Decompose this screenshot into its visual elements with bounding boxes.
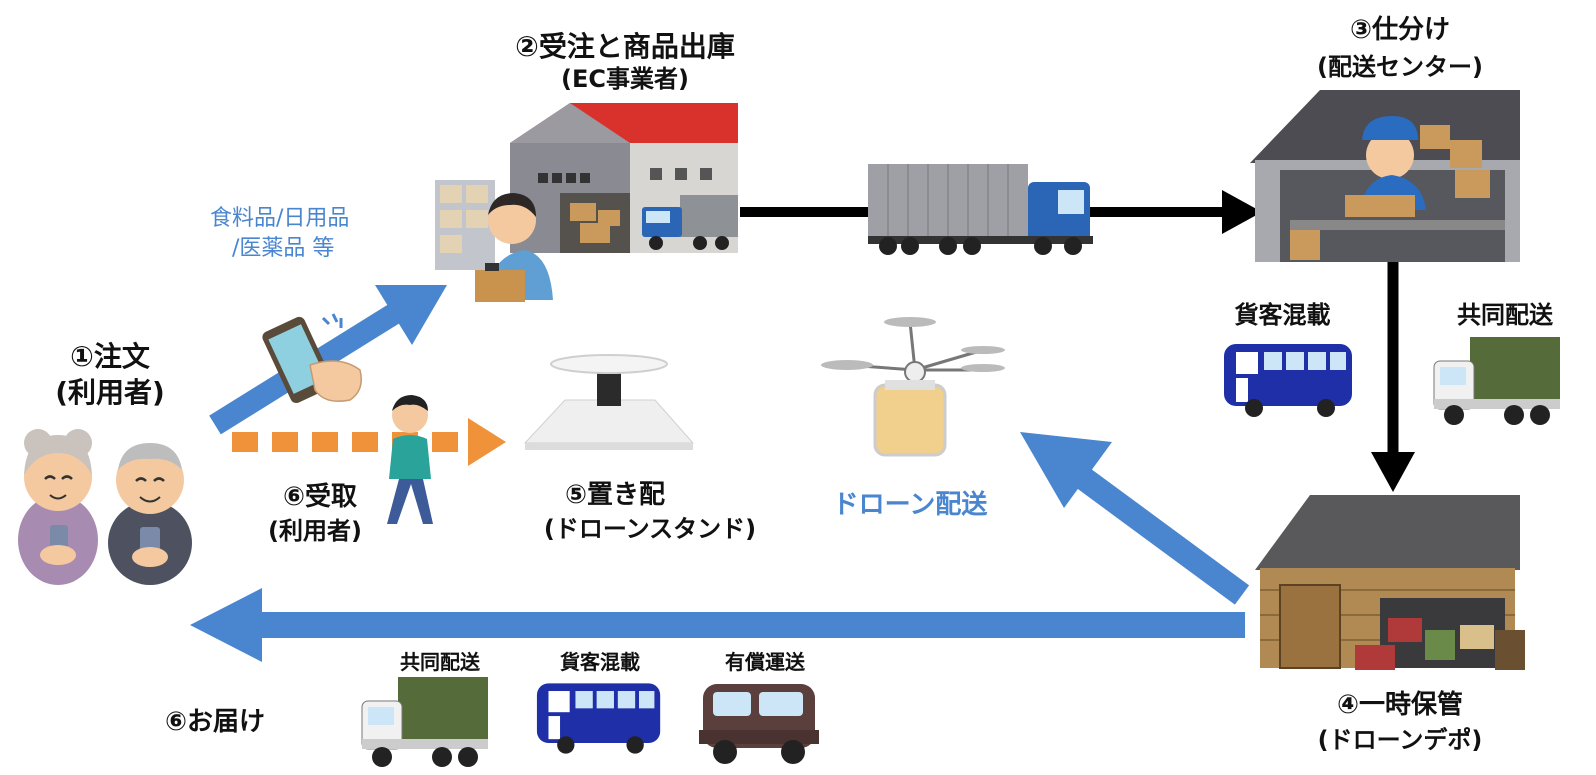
drone-icon [821, 317, 1005, 457]
delivery-title: ⑥お届け [164, 707, 265, 737]
ec-items-line2: /医薬品 等 [232, 236, 335, 261]
depot-barn-icon [1255, 495, 1525, 670]
order-subtitle: (利用者) [55, 376, 165, 409]
drone-delivery-label: ドローン配送 [832, 490, 988, 520]
car-icon [699, 684, 819, 764]
mixed-cargo-label-bottom: 貨客混載 [560, 650, 640, 674]
truck-icon [361, 677, 488, 767]
pickup-subtitle: (利用者) [268, 517, 362, 545]
pickup-dotted-arrow [232, 418, 506, 466]
ec-items-line1: 食料品/日用品 [210, 206, 350, 231]
elderly-couple-icon [18, 429, 192, 585]
ec-to-sorting-arrow [740, 190, 1262, 234]
paid-transport-label: 有償運送 [725, 650, 805, 674]
truck-icon [1433, 337, 1560, 425]
delivery-arrow [190, 588, 1245, 662]
depot-to-drone-arrow [1020, 432, 1250, 605]
joint-delivery-label-right: 共同配送 [1457, 301, 1553, 329]
sorting-center-icon [1250, 90, 1520, 262]
stand-title: ⑤置き配 [564, 480, 665, 510]
ec-subtitle: (EC事業者) [561, 65, 689, 93]
smartphone-hand-icon [262, 313, 362, 404]
walking-person-icon [387, 395, 433, 524]
truck-icon [868, 164, 1093, 255]
order-title: ①注文 [70, 340, 150, 373]
sorting-title: ③仕分け [1349, 15, 1450, 45]
stand-subtitle: (ドローンスタンド) [543, 515, 757, 543]
depot-subtitle: (ドローンデポ) [1317, 726, 1483, 754]
depot-title: ④一時保管 [1336, 690, 1463, 720]
worker-icon [435, 180, 553, 302]
drone-stand-icon [523, 354, 695, 450]
pickup-title: ⑥受取 [282, 482, 357, 512]
ec-title: ②受注と商品出庫 [515, 30, 735, 63]
bus-icon [536, 683, 661, 754]
joint-delivery-label-bottom: 共同配送 [400, 650, 480, 674]
truck-icon [642, 195, 738, 250]
sorting-subtitle: (配送センター) [1317, 53, 1483, 81]
bus-icon [1224, 344, 1352, 417]
sorting-to-depot-arrow [1371, 262, 1415, 492]
mixed-cargo-label-right: 貨客混載 [1234, 301, 1331, 329]
